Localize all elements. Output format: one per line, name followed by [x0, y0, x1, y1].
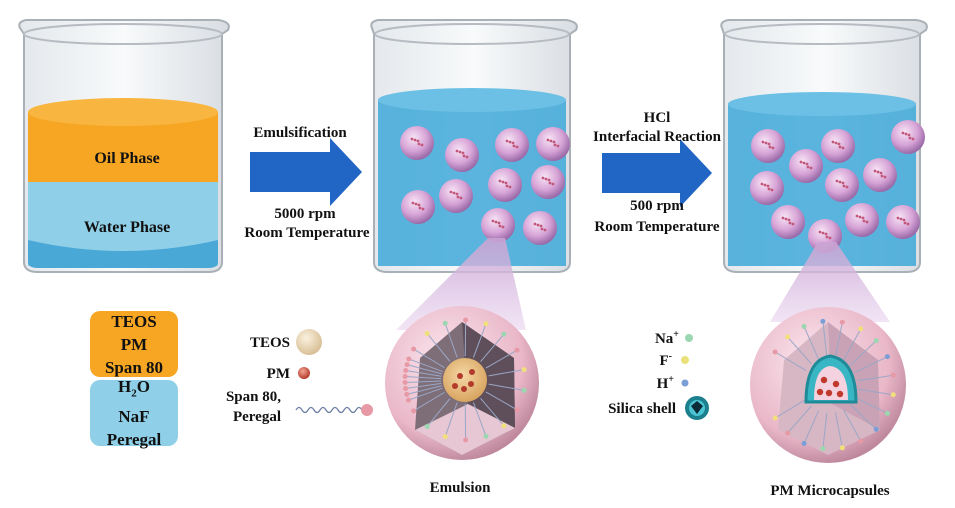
emulsification-label: Emulsification — [253, 125, 347, 141]
interfacial-reaction-label: Interfacial Reaction — [593, 129, 722, 145]
surfactant-chains — [402, 317, 527, 443]
legend-peregal-label: Peregal — [233, 409, 281, 425]
emulsion-droplets — [400, 126, 570, 245]
droplet — [439, 179, 473, 213]
droplet — [751, 129, 785, 163]
speed-label-2: 500 rpm — [630, 198, 684, 214]
emulsion-caption: Emulsion — [430, 480, 492, 496]
h-ion-symbol — [681, 379, 689, 387]
legend-pm-label: PM — [267, 366, 290, 382]
droplet — [531, 165, 565, 199]
f-ion-symbol — [681, 356, 689, 364]
zoom-beam-1 — [396, 238, 526, 330]
water-phase-label: Water Phase — [84, 219, 170, 236]
zoom-beam-2 — [770, 242, 890, 322]
droplet — [445, 138, 479, 172]
water-component-peregal: Peregal — [106, 430, 162, 450]
emulsification-arrow — [250, 138, 362, 206]
droplet — [400, 126, 434, 160]
microcapsules-caption: PM Microcapsules — [770, 483, 889, 499]
surfactant-chains-2 — [772, 318, 896, 452]
pm-symbol — [298, 367, 310, 379]
beaker-3 — [720, 19, 928, 273]
legend-h-label: H+ — [657, 374, 675, 392]
droplet — [789, 149, 823, 183]
oil-phase-label: Oil Phase — [94, 150, 159, 167]
oil-phase-composition-box: TEOS PM Span 80 — [90, 311, 178, 377]
surfactant-chain-symbol — [295, 406, 363, 414]
water-component-naf: NaF — [118, 407, 150, 427]
droplet — [891, 120, 925, 154]
legend-silica-label: Silica shell — [608, 401, 676, 417]
emulsion-sphere — [385, 306, 539, 460]
legend-span-label: Span 80, — [226, 389, 281, 405]
oil-component-teos: TEOS — [111, 311, 157, 331]
droplet — [825, 168, 859, 202]
droplet — [821, 129, 855, 163]
oil-component-span80: Span 80 — [104, 357, 164, 377]
legend-na-label: Na+ — [655, 329, 679, 347]
legend-f-label: F- — [659, 351, 672, 369]
droplet — [886, 205, 920, 239]
teos-core — [443, 358, 487, 402]
hcl-label: HCl — [644, 110, 671, 126]
droplet — [481, 208, 515, 242]
surfactant-head-symbol — [361, 404, 373, 416]
water-component-h2o: H2O — [118, 376, 150, 400]
oil-component-pm: PM — [120, 334, 148, 354]
droplet — [523, 211, 557, 245]
microcapsule-sphere — [750, 307, 906, 463]
droplet — [488, 168, 522, 202]
water-phase-composition-box: H2O NaF Peregal — [90, 377, 178, 449]
droplet — [401, 190, 435, 224]
temperature-label-2: Room Temperature — [594, 219, 719, 235]
droplet — [495, 128, 529, 162]
speed-label-1: 5000 rpm — [274, 206, 336, 222]
droplet — [750, 171, 784, 205]
interfacial-reaction-arrow — [602, 139, 712, 207]
droplet — [863, 158, 897, 192]
na-ion-symbol — [685, 334, 693, 342]
droplet — [771, 205, 805, 239]
legend-teos-label: TEOS — [250, 335, 290, 351]
droplet — [536, 127, 570, 161]
teos-symbol — [296, 329, 322, 355]
temperature-label-1: Room Temperature — [244, 225, 369, 241]
beaker-1 — [18, 19, 230, 273]
droplet — [845, 203, 879, 237]
